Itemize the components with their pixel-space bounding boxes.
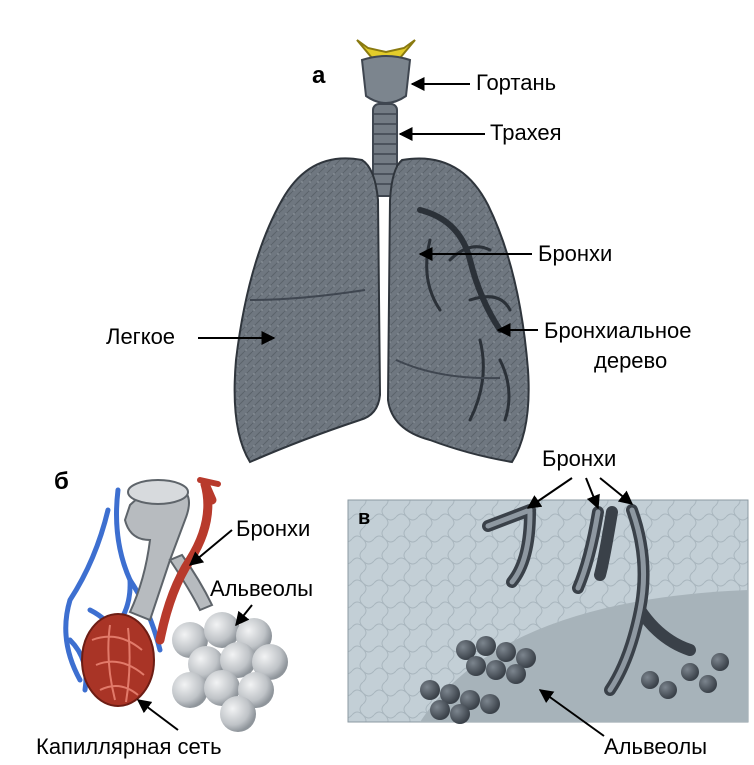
label-bronchial-tree-1: Бронхиальное — [544, 320, 692, 342]
left-lung-shape — [235, 158, 380, 462]
label-larynx: Гортань — [476, 72, 556, 94]
label-bronchial-tree-2: дерево — [594, 350, 667, 372]
panel-letter-b: б — [54, 470, 69, 494]
right-lung-shape — [388, 158, 529, 462]
label-lung: Легкое — [106, 326, 175, 348]
panel-letter-v: в — [358, 508, 370, 528]
label-bronchi-b: Бронхи — [236, 518, 310, 540]
panel-v-background — [348, 500, 748, 722]
label-trachea: Трахея — [490, 122, 562, 144]
label-alveoli-b: Альвеолы — [210, 578, 313, 600]
label-capillary-net: Капиллярная сеть — [36, 736, 222, 758]
larynx-shape — [357, 40, 415, 103]
label-bronchi-v: Бронхи — [542, 448, 616, 470]
label-bronchi-a: Бронхи — [538, 243, 612, 265]
alveoli-cluster-b — [172, 612, 288, 732]
capillary-net-shape — [82, 614, 154, 706]
panel-letter-a: а — [312, 64, 325, 88]
label-alveoli-v: Альвеолы — [604, 736, 707, 758]
